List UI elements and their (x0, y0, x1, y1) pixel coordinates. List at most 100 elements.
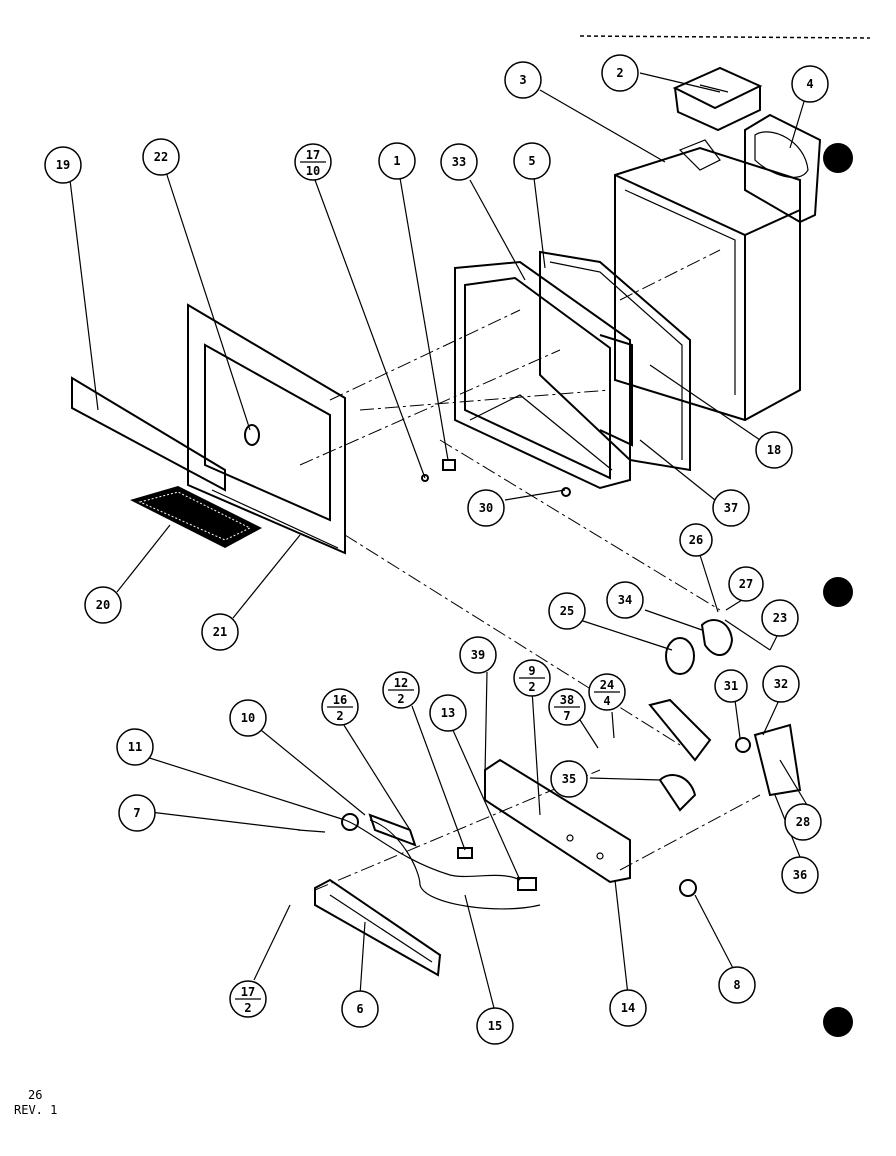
front-frame-part (187, 303, 346, 555)
callout-12-2: 12 2 (382, 671, 420, 709)
registration-mark-middle (823, 577, 853, 607)
callout-5: 5 (513, 142, 551, 180)
callout-20-label: 20 (96, 598, 110, 612)
callout-30: 30 (467, 489, 505, 527)
screw-part (421, 474, 429, 482)
callout-20: 20 (84, 586, 122, 624)
callout-30-label: 30 (479, 501, 493, 515)
callout-23-label: 23 (773, 611, 787, 625)
callout-32-label: 32 (774, 677, 788, 691)
dispenser-box-part (454, 260, 633, 490)
callout-35: 35 (550, 760, 588, 798)
callout-32: 32 (762, 665, 800, 703)
callout-19: 19 (44, 146, 82, 184)
solenoid-part (735, 737, 751, 753)
callout-10: 10 (229, 699, 267, 737)
bracket-assembly-part (484, 758, 631, 884)
callout-38-7-top: 38 (560, 693, 574, 707)
callout-7: 7 (118, 794, 156, 832)
callout-38-7-bottom: 7 (563, 709, 570, 723)
callout-39-label: 39 (471, 648, 485, 662)
callout-8: 8 (718, 966, 756, 1004)
callout-13: 13 (429, 694, 467, 732)
callout-22-label: 22 (154, 150, 168, 164)
callout-4-label: 4 (806, 77, 813, 91)
callout-17-2: 17 2 (229, 980, 267, 1018)
actuator-part (658, 774, 697, 812)
grommet-part (679, 879, 697, 897)
callout-25: 25 (548, 592, 586, 630)
callout-18-label: 18 (767, 443, 781, 457)
callout-3: 3 (504, 61, 542, 99)
callout-23: 23 (761, 599, 799, 637)
callout-26: 26 (679, 523, 713, 557)
callout-33: 33 (440, 143, 478, 181)
callout-25-label: 25 (560, 604, 574, 618)
callout-12-2-bottom: 2 (397, 692, 404, 706)
callout-16-2-bottom: 2 (336, 709, 343, 723)
callout-13-label: 13 (441, 706, 455, 720)
registration-mark-bottom (823, 1007, 853, 1037)
grille-part (130, 486, 262, 548)
callout-15: 15 (476, 1007, 514, 1045)
callout-14-label: 14 (621, 1001, 635, 1015)
callout-34: 34 (606, 581, 644, 619)
callout-16-2-top: 16 (333, 693, 347, 707)
callout-39: 39 (459, 636, 497, 674)
mounting-plate-part (539, 250, 691, 472)
callout-24-4-bottom: 4 (603, 694, 610, 708)
callout-4: 4 (791, 65, 829, 103)
callout-14: 14 (609, 989, 647, 1027)
callout-9-2-top: 9 (528, 664, 535, 678)
callout-36: 36 (781, 856, 819, 894)
callout-27: 27 (728, 566, 764, 602)
callout-38-7: 38 7 (548, 688, 586, 726)
bulb-part (244, 424, 260, 446)
gear-part (665, 637, 695, 675)
callout-27-label: 27 (739, 577, 753, 591)
wire-harness-part (344, 813, 541, 910)
registration-mark-top (823, 143, 853, 173)
page-footer: 26 REV. 1 (14, 1088, 57, 1118)
assembly-guide-lines (299, 249, 761, 891)
bracket-part (442, 459, 456, 471)
drive-arm-part (700, 619, 734, 656)
callout-8-label: 8 (733, 978, 740, 992)
lever-part (648, 698, 712, 762)
callout-6-label: 6 (356, 1002, 363, 1016)
callout-17-2-top: 17 (241, 985, 255, 999)
callout-37: 37 (712, 489, 750, 527)
leader-lines (69, 72, 811, 1013)
callout-34-label: 34 (618, 593, 632, 607)
callout-2: 2 (601, 54, 639, 92)
callout-24-4-top: 24 (600, 678, 614, 692)
callout-2-label: 2 (616, 66, 623, 80)
callout-5-label: 5 (528, 154, 535, 168)
callout-9-2: 9 2 (513, 659, 551, 697)
callout-26-label: 26 (689, 533, 703, 547)
lid-part (672, 66, 763, 132)
callout-21-label: 21 (213, 625, 227, 639)
callout-15-label: 15 (488, 1019, 502, 1033)
callout-18: 18 (755, 431, 793, 469)
housing-part (614, 139, 801, 422)
relay-part (517, 877, 537, 891)
callout-9-2-bottom: 2 (528, 680, 535, 694)
callout-16-2: 16 2 (321, 688, 359, 726)
callout-1: 1 (378, 142, 416, 180)
callout-31-label: 31 (724, 679, 738, 693)
callout-17-10-bottom: 10 (306, 164, 320, 178)
callout-17-2-bottom: 2 (244, 1001, 251, 1015)
paddle-part (753, 723, 802, 797)
callout-28: 28 (784, 803, 822, 841)
callout-31: 31 (714, 669, 748, 703)
callout-11-label: 11 (128, 740, 142, 754)
revision-label: REV. 1 (14, 1103, 58, 1117)
callout-17-10-top: 17 (306, 148, 320, 162)
callout-22: 22 (142, 138, 180, 176)
callout-19-label: 19 (56, 158, 70, 172)
callout-28-label: 28 (796, 815, 810, 829)
page-number: 26 (28, 1088, 43, 1102)
